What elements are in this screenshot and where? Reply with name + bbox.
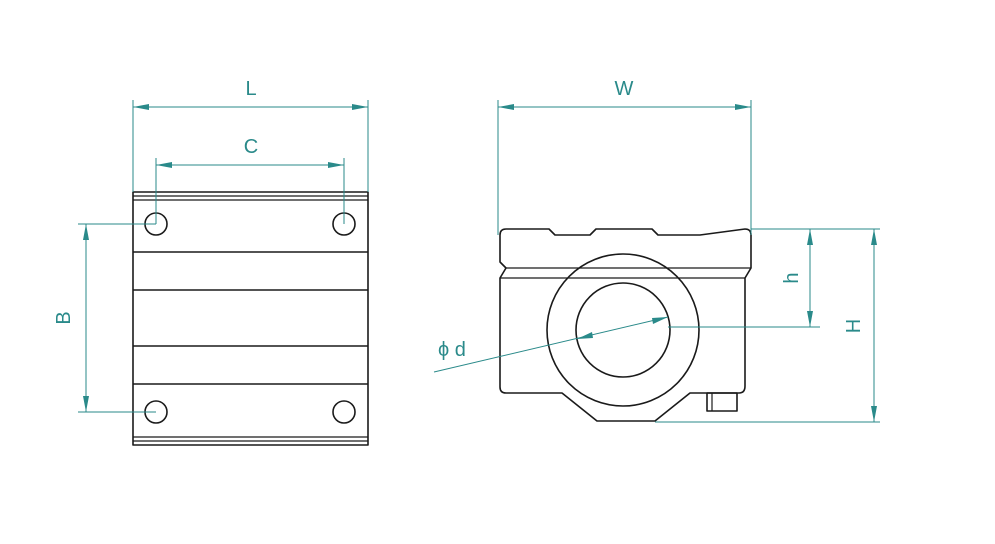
label-H: H (843, 319, 865, 333)
dimension-C: C (155, 136, 345, 224)
bearing-bore (575, 282, 671, 378)
grease-nipple-boss (706, 392, 738, 412)
top-view (132, 191, 369, 446)
housing-outline (132, 191, 369, 446)
dimension-H: H (655, 229, 880, 423)
label-d: ϕ d (438, 339, 466, 361)
dimension-h: h (668, 228, 880, 328)
dimension-W: W (497, 78, 752, 235)
dimension-B: B (53, 223, 156, 413)
label-L: L (245, 78, 256, 100)
housing-end-outline (499, 228, 752, 422)
bearing-outer-ring (546, 253, 700, 407)
label-B: B (53, 311, 75, 324)
mounting-hole-bottom-right (332, 400, 356, 424)
dimension-d: ϕ d (433, 316, 669, 373)
label-h: h (781, 272, 803, 283)
end-view (499, 228, 752, 422)
label-C: C (244, 136, 258, 158)
label-W: W (615, 78, 634, 100)
dimension-L: L (132, 78, 369, 192)
